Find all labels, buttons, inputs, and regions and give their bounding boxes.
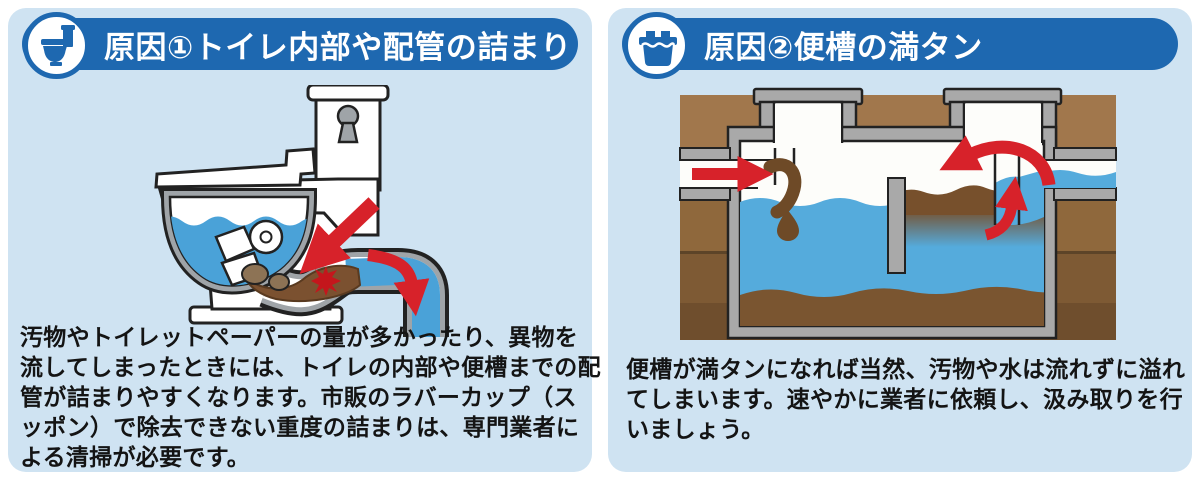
cause-1-description: 汚物やトイレットペーパーの量が多かったり、異物を 流してしまったときには、トイレ… <box>20 324 601 470</box>
incoming-waste <box>763 158 802 219</box>
overflow-arrow <box>939 135 1056 187</box>
cause-2-header: 原因②便槽の満タン <box>622 18 1178 70</box>
outlet-pipe-water <box>1042 170 1116 188</box>
cause-2-description: 便槽が満タンになれば当然、汚物や水は流れずに溢れ てしまいます。速やかに業者に依… <box>626 356 1186 442</box>
toilet-icon <box>40 24 75 66</box>
flow-arrows <box>299 197 430 317</box>
outlet-pipe <box>1053 147 1117 201</box>
waste-droplet <box>777 209 799 241</box>
cause-2-title: 原因②便槽の満タン <box>704 29 983 65</box>
cause-1-header: 原因①トイレ内部や配管の詰まり <box>22 18 578 70</box>
cause-2-badge <box>623 12 690 79</box>
rising-arrow <box>984 176 1028 241</box>
center-baffle <box>887 177 906 274</box>
clog-arrow <box>299 197 380 274</box>
septic-tank-icon <box>638 30 677 66</box>
flow-arrows <box>692 135 1056 241</box>
toilet-clog-illustration <box>154 85 449 337</box>
bottom-sludge <box>740 286 1044 326</box>
panel-cause-1: 原因①トイレ内部や配管の詰まり <box>8 8 601 472</box>
cistern-tank <box>306 85 390 192</box>
septic-tank-illustration <box>679 87 1117 340</box>
baffles <box>773 148 1021 274</box>
toilet-paper-debris <box>214 219 284 287</box>
drain-arrow <box>367 249 430 317</box>
panel-cause-2: 原因②便槽の満タン <box>608 8 1192 472</box>
cause-1-title: 原因①トイレ内部や配管の詰まり <box>104 29 572 65</box>
cause-1-badge <box>23 12 90 79</box>
inlet-pipe <box>679 147 731 201</box>
